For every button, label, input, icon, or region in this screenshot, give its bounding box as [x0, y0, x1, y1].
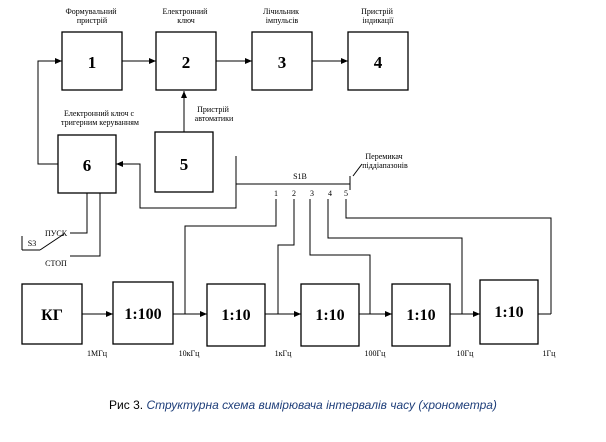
freq-1khz: 1кГц [275, 349, 293, 358]
clock-generator-label: КГ [41, 307, 63, 324]
divider-10-block-3 [391, 283, 451, 347]
former-block [61, 31, 123, 91]
former-label: Формувальний пристрій [65, 7, 118, 25]
divider-10-label-2: 1:10 [315, 307, 344, 324]
stop-wire [70, 193, 101, 257]
display-label: Пристрій індикації [361, 7, 395, 25]
pulse-counter-number: 3 [278, 53, 287, 72]
divider-10-label-3: 1:10 [406, 307, 435, 324]
start-wire [70, 193, 88, 234]
wire-10hz-to-contact-4 [327, 199, 463, 314]
stop-label: СТОП [45, 259, 67, 268]
wire-100hz-to-contact-3 [309, 199, 371, 314]
clock-generator-block [21, 283, 83, 345]
selector-label: Перемикач піддіапазонів [362, 152, 408, 170]
contact-3: 3 [310, 189, 314, 198]
divider-10-block-4 [479, 279, 539, 345]
caption-label: Рис 3. [109, 398, 144, 412]
switch-s3-lever [39, 233, 65, 251]
contact-1: 1 [274, 189, 278, 198]
divider-10-label-1: 1:10 [221, 307, 250, 324]
automation-label: Пристрій автоматики [195, 105, 234, 123]
pulse-counter-label: Лічильник імпульсів [263, 7, 301, 25]
selector-leader [352, 163, 363, 177]
wire-1hz-to-contact-5 [345, 199, 552, 314]
divider-10-label-4: 1:10 [494, 304, 523, 321]
freq-1mhz: 1МГц [87, 349, 108, 358]
automation-block [154, 131, 214, 193]
trigger-switch-label: Електронний ключ с тригерним керуванням [61, 109, 139, 127]
wire-1khz-to-contact-2 [277, 199, 295, 314]
freq-100hz: 100Гц [365, 349, 387, 358]
pulse-counter-block [251, 31, 313, 91]
start-label: ПУСК [45, 229, 68, 238]
electronic-switch-label: Електронний ключ [163, 7, 210, 25]
wire-10khz-to-contact-1 [184, 199, 277, 314]
divider-100-block [112, 281, 174, 345]
divider-10-block-2 [300, 283, 360, 347]
selector-output-wire [116, 156, 350, 209]
s3-label: S3 [28, 239, 36, 248]
freq-1hz: 1Гц [543, 349, 557, 358]
electronic-switch-block [155, 31, 217, 91]
contact-4: 4 [328, 189, 332, 198]
contact-2: 2 [292, 189, 296, 198]
divider-10-block-1 [206, 283, 266, 347]
display-number: 4 [374, 53, 383, 72]
freq-10khz: 10кГц [179, 349, 201, 358]
s1b-label: S1B [293, 172, 307, 181]
contact-5: 5 [344, 189, 348, 198]
former-block-number: 1 [88, 53, 97, 72]
arrow-6-to-1 [37, 58, 62, 165]
caption-text: Структурна схема вимірювача інтервалів ч… [146, 398, 497, 412]
freq-10hz: 10Гц [457, 349, 475, 358]
automation-number: 5 [180, 155, 189, 174]
figure-caption: Рис 3. Структурна схема вимірювача інтер… [0, 398, 606, 412]
divider-100-label: 1:100 [124, 306, 161, 323]
trigger-switch-number: 6 [83, 156, 92, 175]
electronic-switch-number: 2 [182, 53, 191, 72]
display-block [347, 31, 409, 91]
